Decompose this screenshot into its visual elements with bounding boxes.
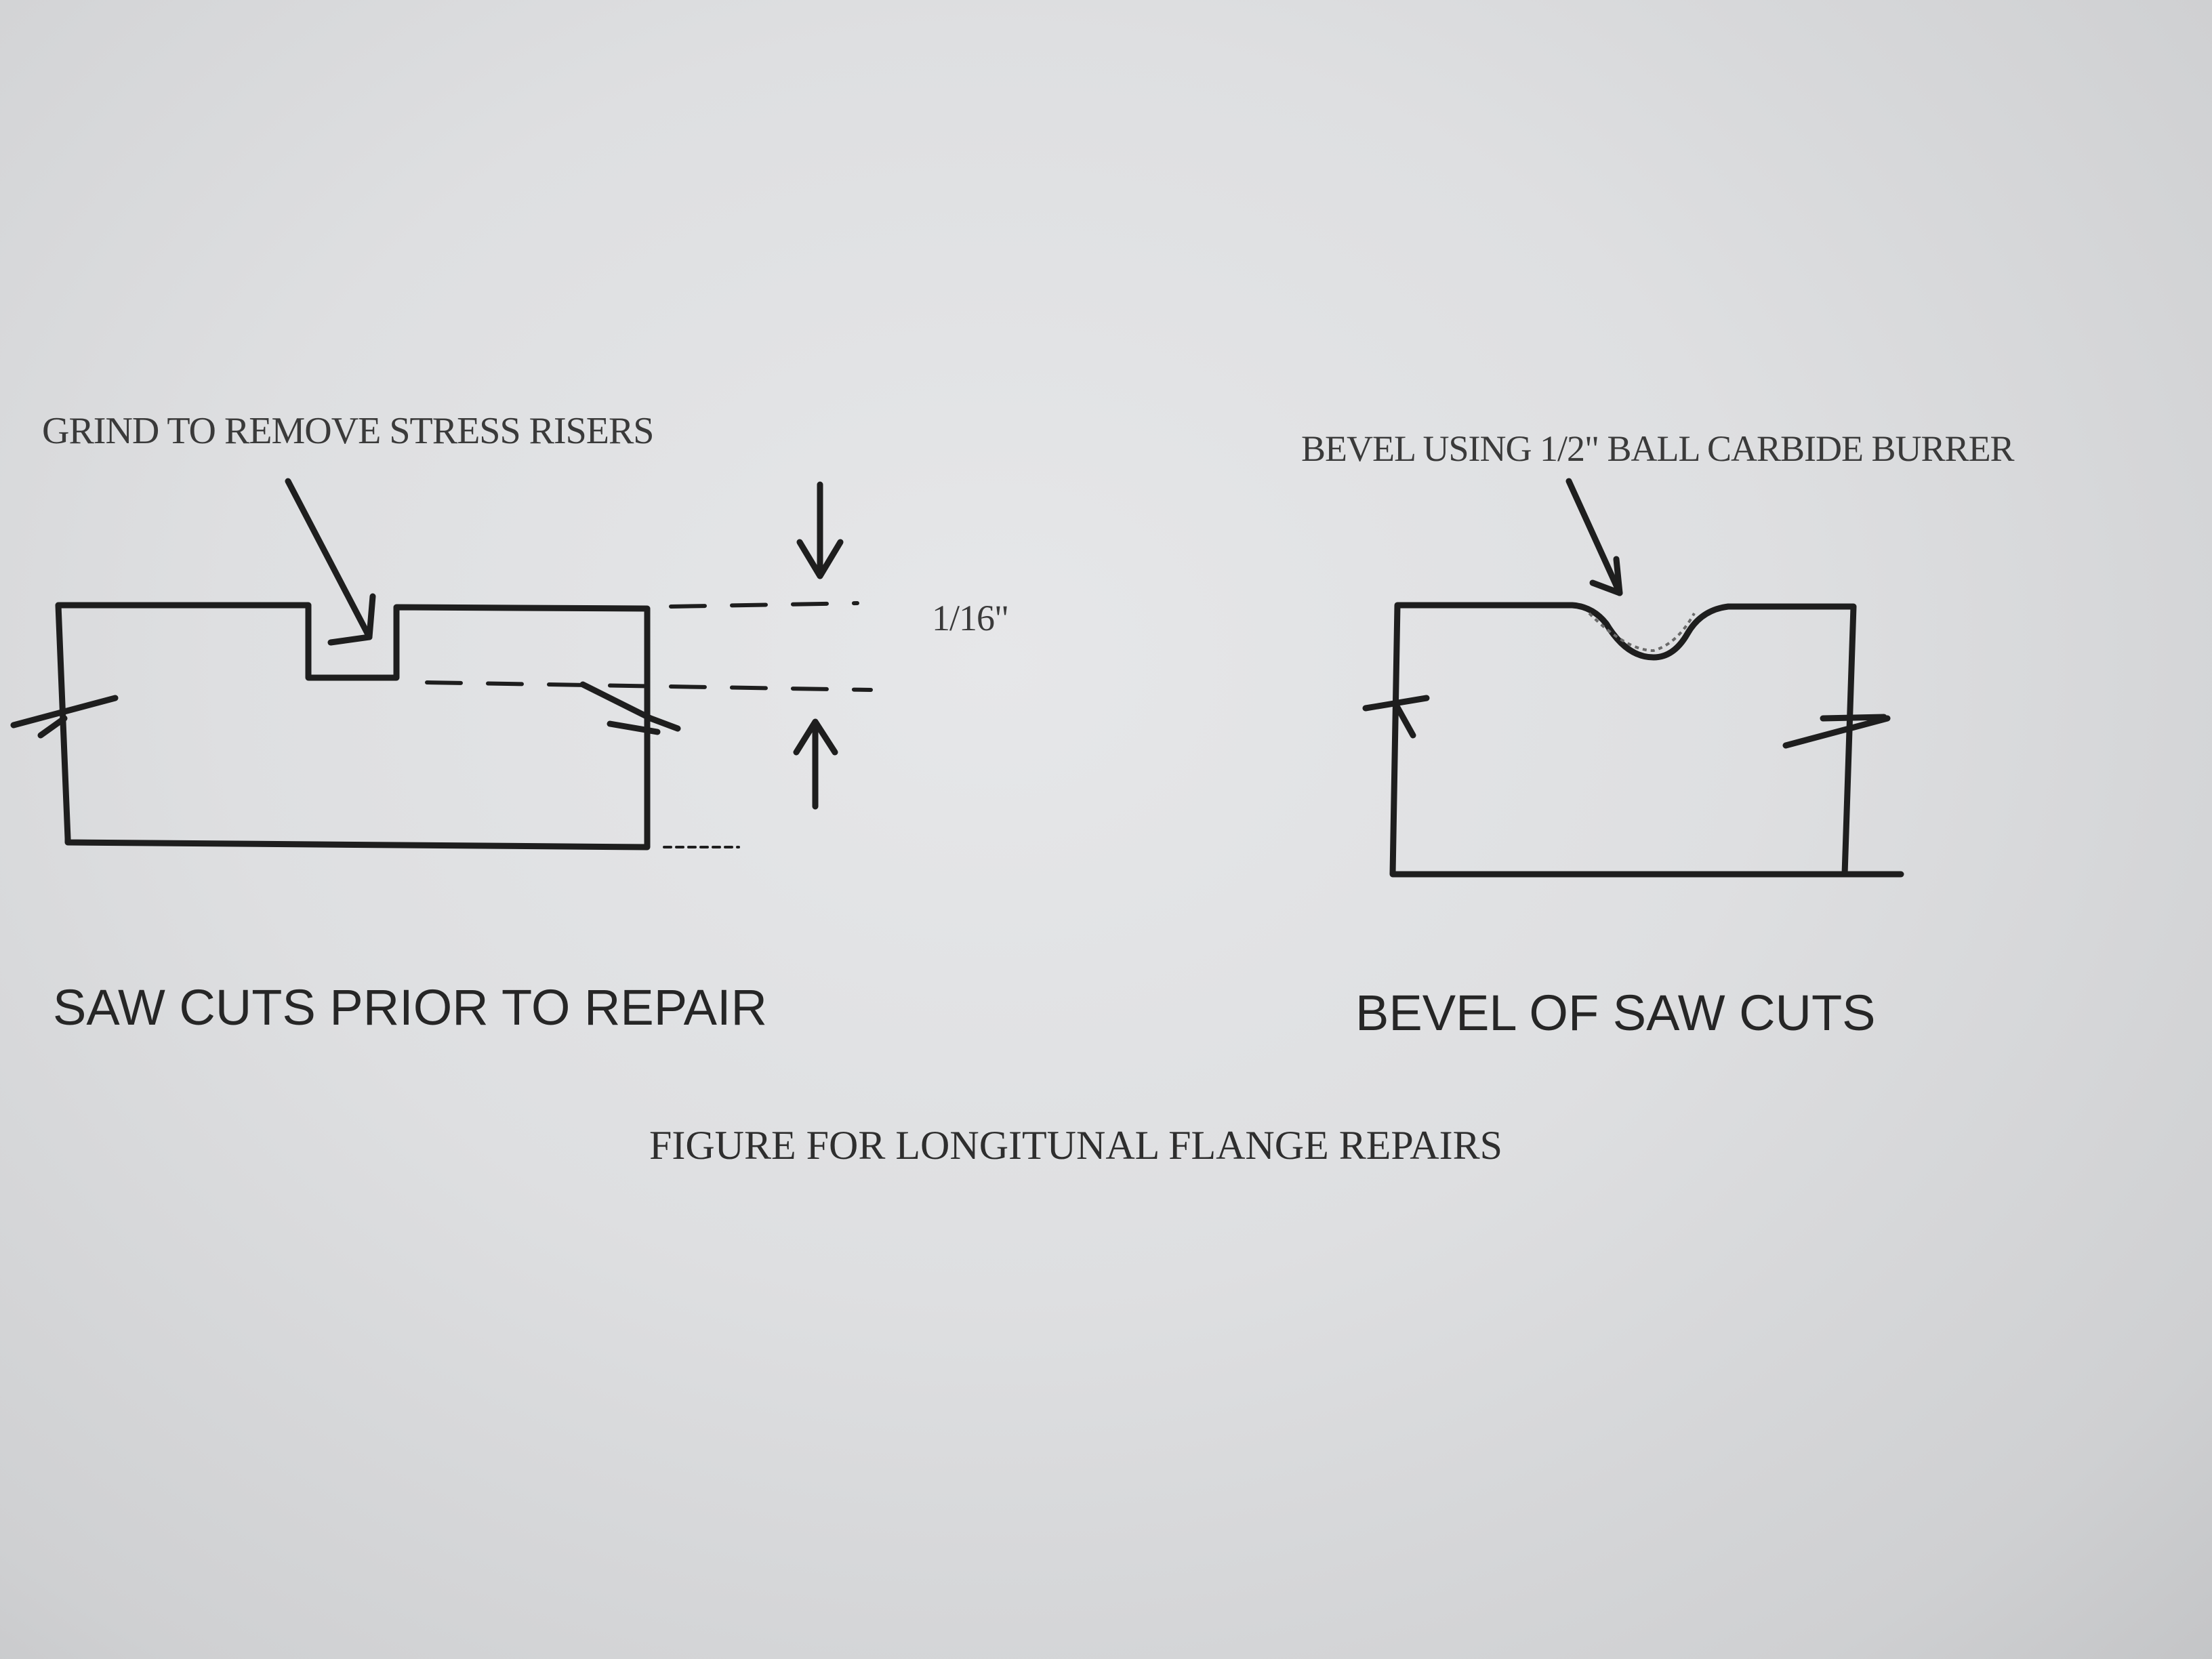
- right-flange-outline: [1389, 602, 1857, 878]
- right-break-mark-icon: [579, 681, 681, 735]
- grind-annotation: GRIND TO REMOVE STRESS RISERS: [42, 410, 654, 452]
- left-flange-outline: [55, 602, 651, 851]
- bevel-shading: [1588, 612, 1696, 653]
- grind-leader-arrow: [285, 478, 373, 640]
- bevel-annotation: BEVEL USING 1/2" BALL CARBIDE BURRER: [1301, 428, 2015, 469]
- right-figure-caption: BEVEL OF SAW CUTS: [1355, 985, 1876, 1041]
- right-fig-left-break-icon: [1362, 695, 1430, 739]
- figure-title: FIGURE FOR LONGITUNAL FLANGE REPAIRS: [649, 1123, 1502, 1168]
- bevel-arrow-head-icon: [1589, 556, 1623, 596]
- left-break-mark-icon: [10, 695, 119, 739]
- left-figure-caption: SAW CUTS PRIOR TO REPAIR: [53, 979, 767, 1036]
- dimension-label: 1/16": [932, 598, 1009, 638]
- lower-dimension-line: [425, 680, 873, 692]
- dimension-arrow-down-icon: [796, 481, 844, 579]
- right-fig-right-break-icon: [1782, 714, 1891, 749]
- bevel-leader-arrow: [1565, 478, 1623, 596]
- upper-dimension-line: [669, 601, 859, 609]
- dimension-arrow-up-icon: [793, 718, 838, 810]
- grind-arrow-head-icon: [327, 593, 376, 646]
